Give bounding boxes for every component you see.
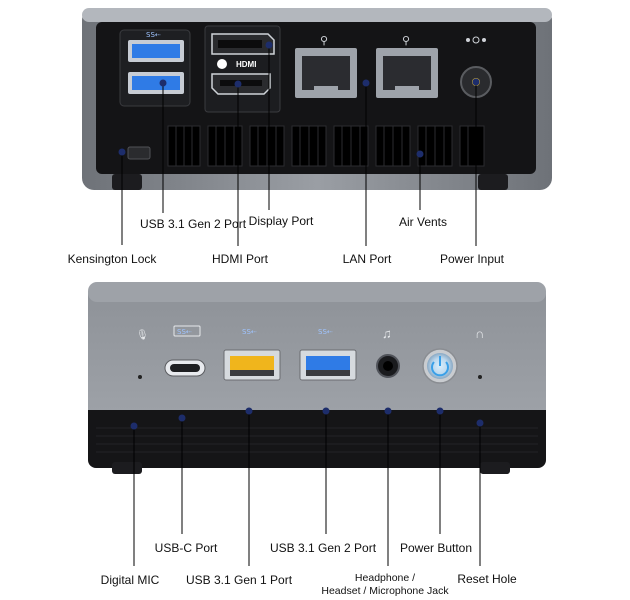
label-kensington-lock: Kensington Lock [67,252,157,266]
front-usb-gen2-port: SS⇠ [299,328,357,381]
front-usb-c-port: SS⇠ [164,325,206,377]
rear-lan-ports: ⚲ ⚲ [295,35,438,98]
front-usb-gen1-port: SS⇠ [223,328,281,381]
rear-foot-left [112,174,142,190]
front-black-base [88,410,546,468]
reset-hole [478,375,482,379]
rear-usb-gen2-ports: SS⇠ [119,29,191,107]
front-device: 🎙 SS⇠ SS⇠ SS⇠ ♫ [88,282,546,474]
headphone-icon: ♫ [382,326,392,341]
front-headphone-jack: ♫ [376,326,400,378]
label-usb-gen2-front: USB 3.1 Gen 2 Port [269,541,377,555]
label-headphone-line2: Headset / Microphone Jack [321,585,449,597]
label-hdmi-port: HDMI Port [211,252,269,266]
label-air-vents: Air Vents [398,215,448,229]
label-digital-mic: Digital MIC [100,573,160,587]
rear-device: SS⇠ D HDMI ⚲ ⚲ [82,8,552,190]
displayport-logo: D [219,60,225,69]
rear-chassis-top [82,8,552,22]
lan-icon: ⚲ [402,35,410,47]
hdmi-logo: HDMI [236,60,256,69]
rear-usb-ss-mark: SS⇠ [146,31,161,39]
front-foot-left [112,462,142,474]
label-display-port: Display Port [248,214,314,228]
front-base-grille [96,427,538,453]
label-headphone-line1: Headphone / [354,572,416,584]
front-power-button [422,348,458,384]
label-lan-port: LAN Port [342,252,392,266]
usb-gen2-ss-mark: SS⇠ [318,328,333,336]
label-usb-c-port: USB-C Port [154,541,218,555]
front-chassis-top [88,282,546,302]
kensington-slot [127,146,151,160]
rear-callouts [118,41,480,246]
label-power-button: Power Button [399,541,473,555]
label-usb-gen1-port: USB 3.1 Gen 1 Port [185,573,293,587]
mic-hole [138,375,142,379]
front-foot-right [480,462,510,474]
usb-gen1-ss-mark: SS⇠ [242,328,257,336]
mic-icon: 🎙 [136,329,149,341]
reset-icon: ∩ [475,326,484,341]
rear-air-vents [167,125,485,167]
label-power-input: Power Input [439,252,505,266]
lan-icon: ⚲ [320,35,328,47]
usbc-ss-mark: SS⇠ [177,328,192,336]
rear-foot-right [478,174,508,190]
label-reset-hole: Reset Hole [457,572,517,586]
label-usb-gen2-rear: USB 3.1 Gen 2 Port [139,217,247,231]
front-callouts [130,407,484,566]
